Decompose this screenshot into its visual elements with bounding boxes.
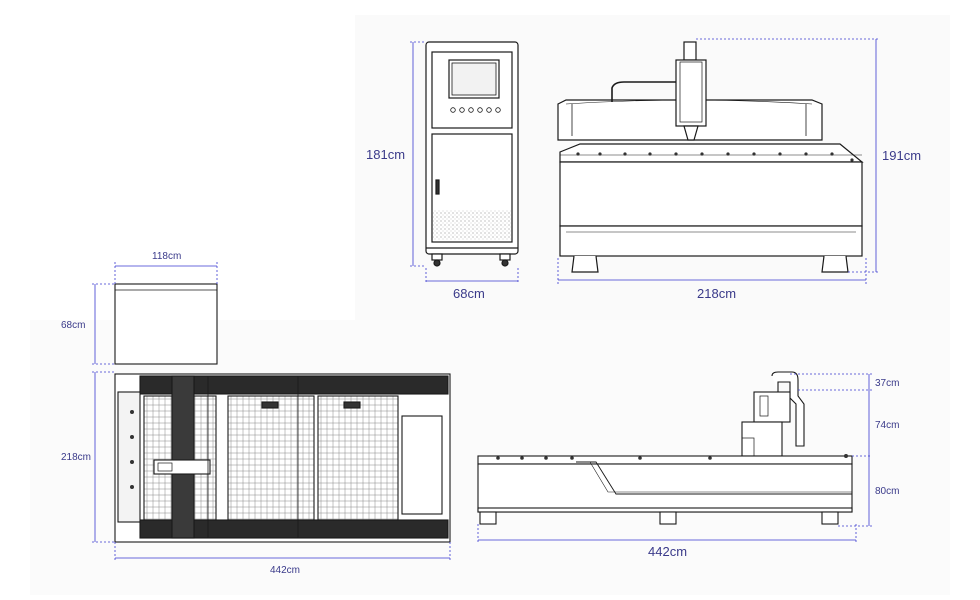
side-length-label: 442cm — [648, 544, 687, 559]
front-height-label: 191cm — [882, 148, 921, 163]
front-width-dim — [557, 258, 867, 284]
top-length-dim — [114, 542, 451, 562]
side-length-dim — [477, 524, 857, 544]
front-height-dim — [696, 38, 878, 273]
box-width-dim — [114, 262, 218, 284]
machine-top-view — [114, 373, 451, 543]
top-depth-label: 218cm — [61, 452, 91, 463]
control-cabinet — [425, 41, 519, 267]
front-width-label: 218cm — [697, 286, 736, 301]
side-base-label: 80cm — [875, 486, 899, 497]
cabinet-height-dim — [410, 41, 426, 267]
box-height-label: 68cm — [61, 320, 85, 331]
side-head-mid-label: 74cm — [875, 420, 899, 431]
machine-front-view — [557, 41, 864, 273]
top-length-label: 442cm — [270, 565, 300, 576]
side-head-top-label: 37cm — [875, 378, 899, 389]
box-width-label: 118cm — [152, 251, 181, 262]
top-depth-dim — [92, 371, 115, 543]
chiller-box — [114, 283, 218, 365]
cabinet-height-label: 181cm — [366, 147, 405, 162]
cabinet-width-label: 68cm — [453, 286, 485, 301]
cabinet-width-dim — [425, 268, 519, 284]
side-height-dims — [790, 373, 872, 527]
box-height-dim — [92, 283, 115, 365]
machine-side-view — [477, 371, 853, 525]
